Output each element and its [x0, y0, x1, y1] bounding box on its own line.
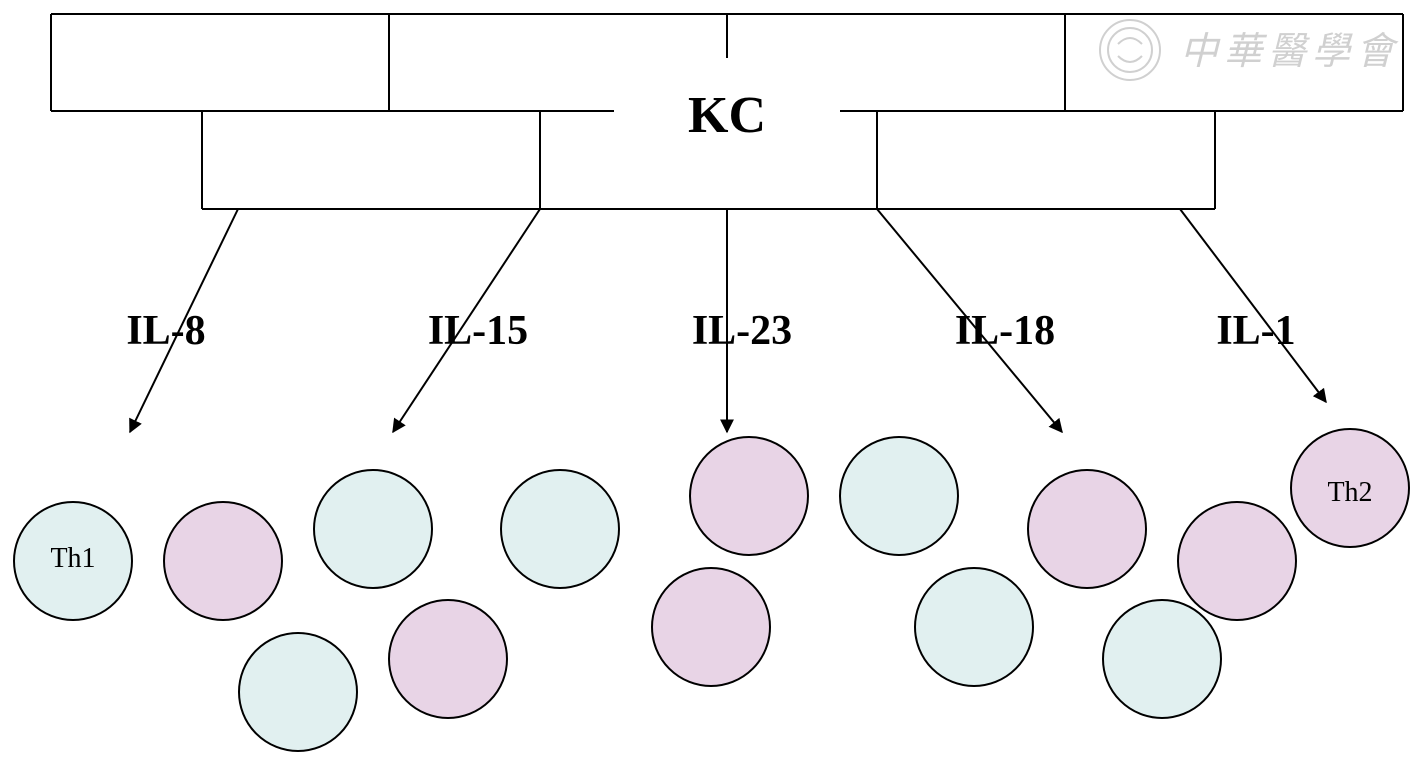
seal-icon — [1099, 19, 1161, 81]
th1-label: Th1 — [50, 543, 95, 574]
th2-label: Th2 — [1327, 477, 1372, 508]
arrow-il8 — [129, 208, 239, 434]
th1-cell — [1102, 599, 1222, 719]
th2-cell — [1027, 469, 1147, 589]
th2-cell — [1290, 428, 1410, 548]
th2-cell — [689, 436, 809, 556]
t-cells — [13, 428, 1410, 752]
arrows — [129, 208, 1327, 434]
watermark-text: 中華醫學會 — [1180, 29, 1400, 73]
keratinocyte-wall — [50, 13, 1404, 210]
th2-cell — [651, 567, 771, 687]
arrow-il18 — [876, 208, 1063, 434]
cytokine-label-il15: IL-15 — [428, 308, 528, 354]
cytokine-labels: IL-8 IL-15 IL-23 IL-18 IL-1 — [126, 308, 1295, 354]
th2-cell — [388, 599, 508, 719]
th1-cell — [914, 567, 1034, 687]
th1-cell — [839, 436, 959, 556]
th2-cell — [163, 501, 283, 621]
arrow-il1 — [1179, 208, 1327, 404]
cytokine-label-il18: IL-18 — [955, 308, 1055, 354]
th1-cell — [500, 469, 620, 589]
watermark-logo: 中華醫學會 — [1099, 19, 1400, 81]
kc-label: KC — [688, 87, 766, 144]
cytokine-label-il8: IL-8 — [126, 308, 205, 354]
cytokine-label-il1: IL-1 — [1216, 308, 1295, 354]
th2-cell — [1177, 501, 1297, 621]
th1-cell — [313, 469, 433, 589]
th1-cell — [238, 632, 358, 752]
arrow-il15 — [392, 208, 541, 434]
th1-cell — [13, 501, 133, 621]
cytokine-label-il23: IL-23 — [692, 308, 792, 354]
